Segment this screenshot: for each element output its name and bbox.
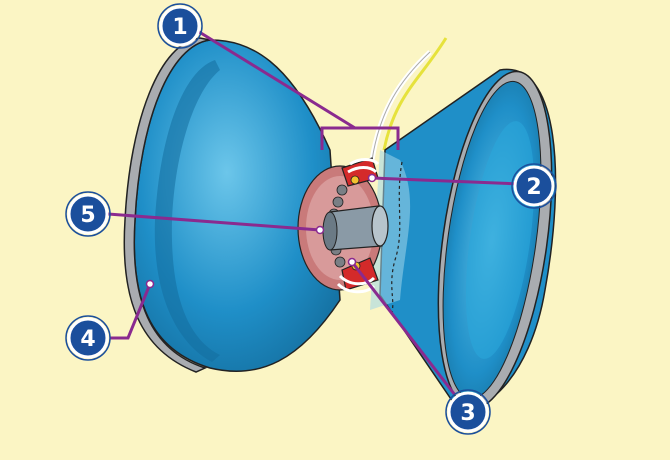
callout-badge-5: 5 (65, 191, 111, 237)
callout-badge-4: 4 (65, 315, 111, 361)
callout-badge-1: 1 (157, 3, 203, 49)
callout-number: 5 (80, 203, 95, 228)
callout-number: 2 (526, 175, 541, 200)
axle-sleeve (370, 150, 411, 310)
left-rim (123, 37, 211, 373)
axle (322, 205, 389, 251)
callout-number: 4 (80, 327, 95, 352)
callout-number: 1 (172, 15, 187, 40)
callout-number: 3 (460, 401, 475, 426)
left-half (123, 37, 341, 373)
callout-badge-3: 3 (445, 389, 491, 435)
right-half (379, 68, 557, 410)
callout-badge-2: 2 (511, 163, 557, 209)
string (382, 37, 448, 151)
callout-lines (107, 28, 521, 396)
